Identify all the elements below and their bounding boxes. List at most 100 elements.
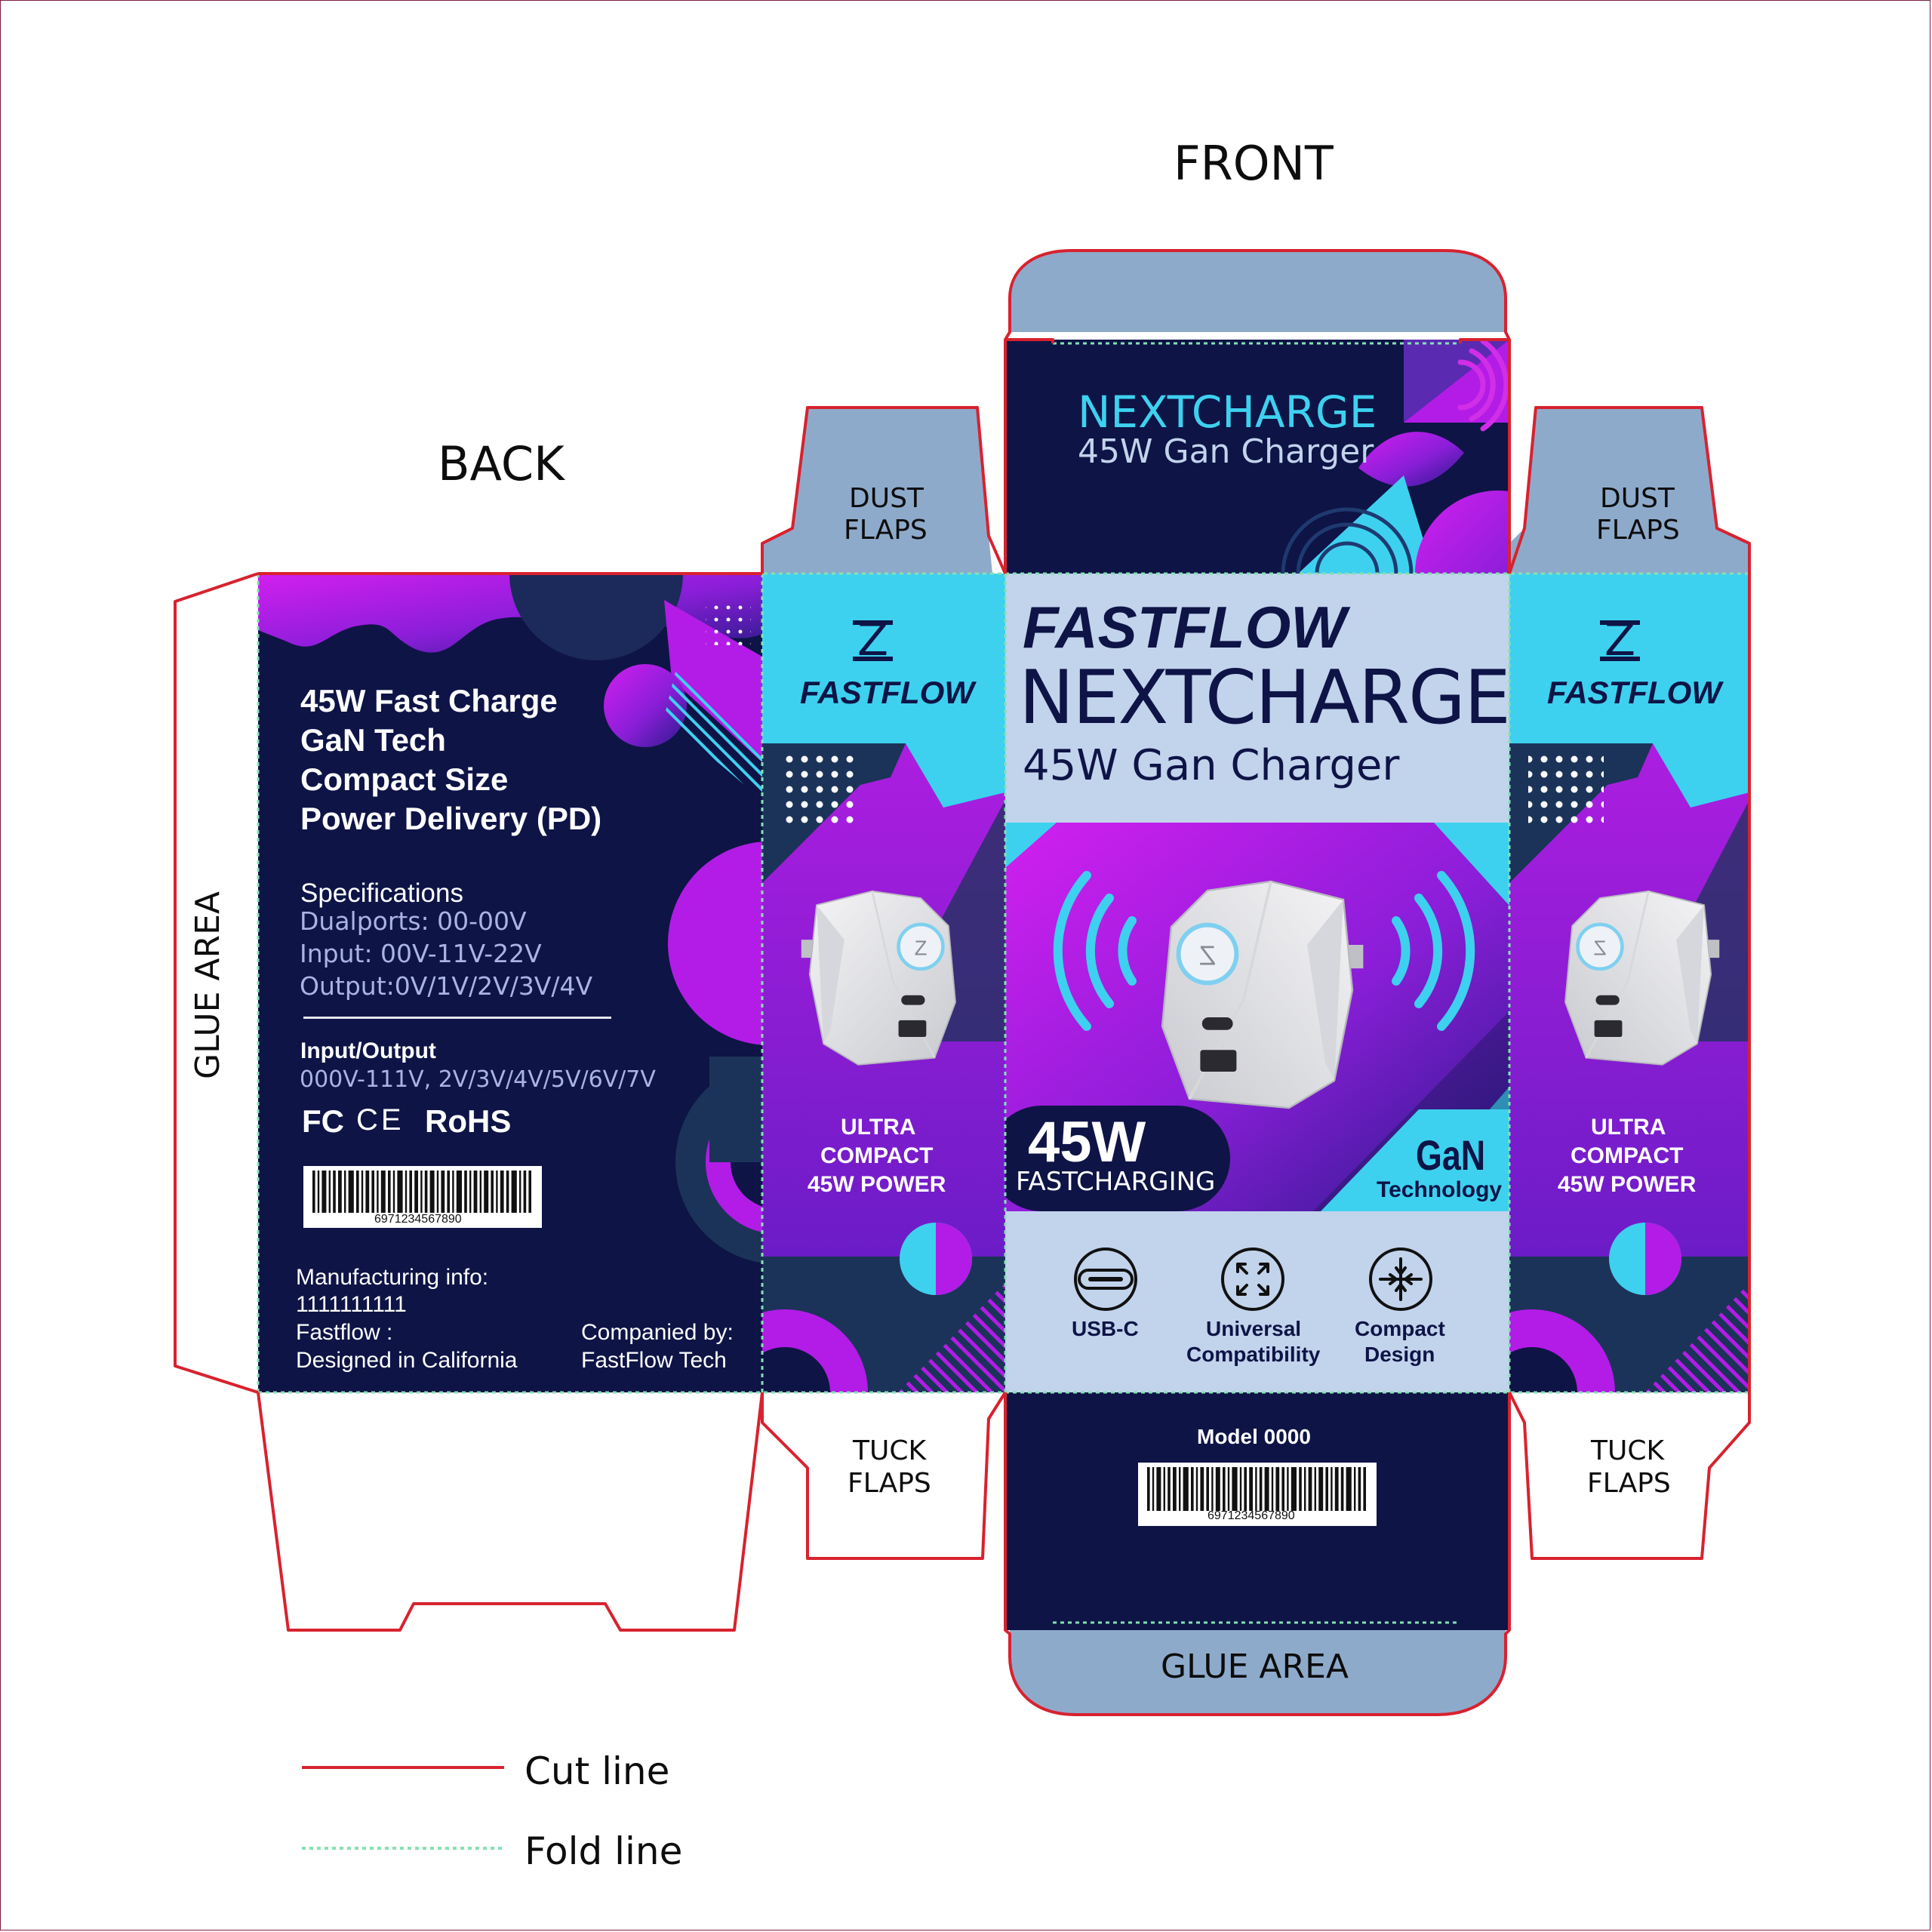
barcode-bar <box>1232 1467 1238 1511</box>
barcode-bar <box>1325 1467 1328 1511</box>
rohs-mark: RoHS <box>425 1103 512 1139</box>
usb-c-icon <box>1074 1247 1137 1311</box>
left-claim-line2: COMPACT <box>820 1143 934 1168</box>
barcode-bar <box>420 1171 423 1213</box>
right-claim-line3: 45W POWER <box>1558 1172 1697 1197</box>
manufacturing-line1: Manufacturing info: <box>296 1265 489 1290</box>
barcode-bar <box>1179 1467 1181 1511</box>
spec-dualports: Dualports: 00-00V <box>300 906 527 936</box>
barcode-bar <box>405 1171 408 1213</box>
top-flap-brand: NEXTCHARGE <box>1078 386 1377 438</box>
back-feature-3: Compact Size <box>300 761 509 797</box>
barcode-bar <box>1239 1467 1242 1511</box>
barcode-bar <box>1314 1467 1316 1511</box>
model-number: Model 0000 <box>1197 1425 1311 1448</box>
barcode-bar <box>1244 1467 1247 1511</box>
left-claim-line3: 45W POWER <box>808 1172 946 1197</box>
barcode-bar <box>312 1171 315 1213</box>
top-flap-product: 45W Gan Charger <box>1078 432 1374 471</box>
left-claim-line1: ULTRA <box>841 1115 916 1140</box>
barcode-bar <box>1331 1467 1333 1511</box>
tuck-flaps-right-line1: TUCK <box>1591 1435 1665 1466</box>
gan-title: GaN <box>1416 1131 1486 1179</box>
wave-right-icon <box>1392 871 1475 1031</box>
feature-usb-c-label: USB-C <box>1072 1317 1139 1340</box>
barcode-bar <box>344 1171 346 1213</box>
barcode-bar <box>1152 1467 1155 1511</box>
feature-compact-line2: Design <box>1364 1343 1435 1366</box>
barcode-bar <box>1363 1467 1366 1511</box>
barcode-bar <box>1318 1467 1324 1511</box>
dust-flaps-left-line2: FLAPS <box>844 515 928 546</box>
barcode-bar <box>1173 1467 1177 1511</box>
glue-area-bottom-label: GLUE AREA <box>1161 1647 1349 1686</box>
barcode-bar <box>388 1171 391 1213</box>
front-brand-line: FASTFLOW <box>1023 594 1346 660</box>
barcode-bar <box>429 1171 435 1213</box>
back-label: BACK <box>438 436 565 491</box>
front-features-bg <box>1005 1211 1509 1392</box>
barcode-bar <box>436 1171 439 1213</box>
barcode-bar <box>1354 1467 1356 1511</box>
badge-fastcharging: FASTCHARGING <box>1016 1167 1216 1197</box>
barcode-bar <box>1206 1467 1209 1511</box>
dust-flaps-left-line1: DUST <box>849 483 924 514</box>
compress-arrows-icon <box>1369 1247 1432 1311</box>
barcode-bar <box>452 1171 454 1213</box>
barcode-bar <box>1168 1467 1171 1511</box>
barcode-bar <box>1163 1467 1165 1511</box>
left-logo-text: FASTFLOW <box>800 675 974 710</box>
barcode-bar <box>511 1171 517 1213</box>
tuck-flaps-left-line2: FLAPS <box>848 1468 931 1499</box>
barcode-bar <box>1183 1467 1189 1511</box>
barcode-bar <box>409 1171 412 1213</box>
barcode-bar <box>356 1171 359 1213</box>
barcode-bar <box>1255 1467 1257 1511</box>
barcode-bar <box>479 1171 481 1213</box>
barcode-bar <box>1249 1467 1253 1511</box>
ce-mark-icon: CE <box>356 1103 405 1137</box>
barcode-bar <box>1156 1467 1161 1511</box>
barcode-bar <box>456 1171 462 1213</box>
feature-universal-line2: Compatibility <box>1186 1343 1321 1366</box>
left-side-panel-art <box>762 574 1005 1392</box>
right-claim-line1: ULTRA <box>1591 1115 1666 1140</box>
left-logo-mark: Z <box>853 617 894 663</box>
front-barcode <box>1138 1463 1377 1526</box>
cut-lines <box>174 249 1751 1716</box>
barcode-bar <box>348 1171 354 1213</box>
front-subtitle: 45W Gan Charger <box>1023 741 1400 790</box>
barcode-bar <box>1304 1467 1306 1511</box>
barcode-bar <box>1195 1467 1198 1511</box>
barcode-bar <box>377 1171 379 1213</box>
dust-flaps-right-line1: DUST <box>1600 483 1675 514</box>
barcode-bar <box>392 1171 395 1213</box>
barcode-bar <box>365 1171 370 1213</box>
wifi-waves-icon <box>1457 340 1509 432</box>
barcode-bar <box>1223 1467 1226 1511</box>
barcode-bar <box>1200 1467 1204 1511</box>
front-product-line: NEXTCHARGE <box>1019 655 1511 741</box>
barcode-bar <box>321 1171 327 1213</box>
gan-subtitle: Technology <box>1377 1177 1503 1202</box>
manufacturing-line3: Fastflow : <box>296 1320 393 1345</box>
manufacturing-line2: 1111111111 <box>296 1292 407 1317</box>
barcode-bar <box>500 1171 504 1213</box>
barcode-bar <box>1358 1467 1361 1511</box>
barcode-bar <box>1291 1467 1297 1511</box>
barcode-bar <box>491 1171 494 1213</box>
barcode-bar <box>1147 1467 1150 1511</box>
top-flap-art <box>1005 340 1509 574</box>
barcode-bar <box>1334 1467 1339 1511</box>
barcode-bar <box>1281 1467 1284 1511</box>
barcode-bar <box>1308 1467 1312 1511</box>
barcode-bar <box>1340 1467 1344 1511</box>
back-barcode <box>303 1166 542 1228</box>
barcode-bar <box>506 1171 509 1213</box>
badge-watts: 45W <box>1028 1110 1146 1174</box>
right-logo-text: FASTFLOW <box>1547 675 1721 710</box>
barcode-bar <box>1271 1467 1274 1511</box>
barcode-bar <box>519 1171 521 1213</box>
barcode-bar <box>317 1171 320 1213</box>
